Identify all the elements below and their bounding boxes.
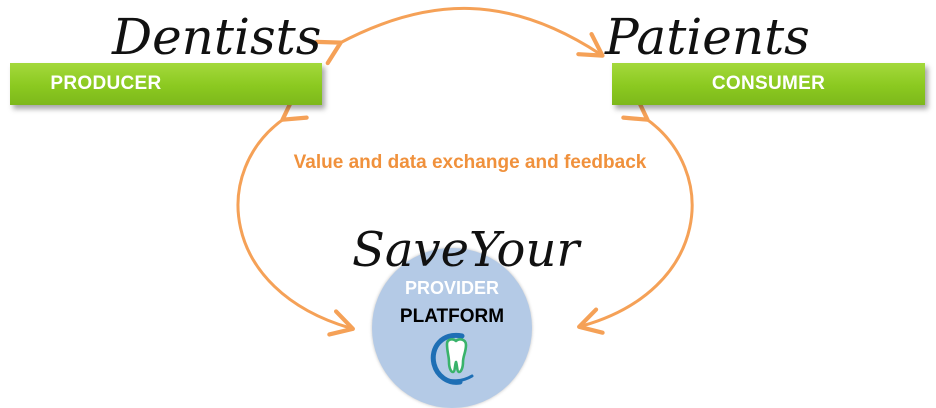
left-arrow	[236, 95, 355, 337]
saveyour-title: SaveYour	[352, 222, 580, 278]
consumer-box: CONSUMER	[612, 63, 925, 105]
producer-box: PRODUCER	[10, 63, 322, 105]
provider-label: PROVIDER	[404, 278, 500, 298]
consumer-label: CONSUMER	[711, 73, 826, 94]
top-arrow	[314, 7, 605, 66]
right-arrow	[577, 95, 694, 335]
dentists-title: Dentists	[112, 8, 322, 66]
patients-title: Patients	[605, 8, 810, 66]
producer-label: PRODUCER	[50, 73, 162, 94]
tooth-hand-logo-icon	[430, 332, 474, 385]
exchange-label: Value and data exchange and feedback	[293, 152, 647, 173]
platform-label: PLATFORM	[399, 306, 505, 327]
